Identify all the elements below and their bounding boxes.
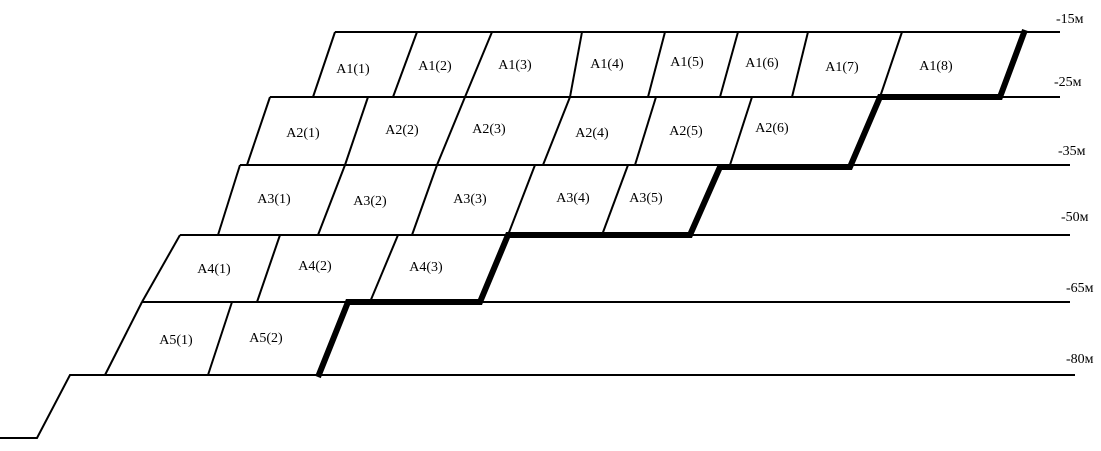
level-label: -15м (1056, 12, 1084, 27)
cell-label: A1(4) (590, 57, 624, 72)
cell-label: A1(5) (670, 55, 704, 70)
divider (411, 164, 438, 236)
cell-label: A5(2) (249, 331, 283, 346)
cell-label: A4(1) (197, 262, 231, 277)
divider (879, 31, 903, 98)
slope-outline (0, 31, 336, 439)
divider (369, 234, 399, 303)
cell-label: A2(5) (669, 124, 703, 139)
divider (791, 31, 809, 98)
level-label: -80м (1066, 352, 1094, 367)
divider (392, 31, 418, 98)
cell-label: A2(1) (286, 126, 320, 141)
toe-slope-line (0, 374, 105, 439)
divider (647, 31, 666, 98)
divider (436, 96, 466, 166)
level-label: -25м (1054, 75, 1082, 90)
divider (344, 96, 369, 166)
slope-edge-5 (104, 301, 143, 376)
cell-label: A5(1) (159, 333, 193, 348)
block-dividers (207, 31, 903, 376)
divider (601, 164, 629, 236)
level-label: -50м (1061, 210, 1089, 225)
level-label: -65м (1066, 281, 1094, 296)
cell-label: A1(3) (498, 58, 532, 73)
divider (207, 301, 233, 376)
cell-label: A2(4) (575, 126, 609, 141)
cell-label: A3(1) (257, 192, 291, 207)
slope-edge-2 (246, 96, 271, 166)
cell-label: A4(3) (409, 260, 443, 275)
cell-label: A1(2) (418, 59, 452, 74)
divider (542, 96, 571, 166)
divider (464, 31, 493, 98)
slope-edge-3 (217, 164, 241, 236)
cell-label: A1(8) (919, 59, 953, 74)
divider (507, 164, 536, 236)
cell-label: A2(2) (385, 123, 419, 138)
cell-label: A2(6) (755, 121, 789, 136)
cell-label: A3(4) (556, 191, 590, 206)
cell-label: A1(7) (825, 60, 859, 75)
divider (634, 96, 657, 166)
divider (719, 31, 739, 98)
slope-edge-4 (141, 234, 181, 303)
cell-labels: A1(1) A1(2) A1(3) A1(4) A1(5) A1(6) A1(7… (159, 55, 953, 348)
cell-label: A3(2) (353, 194, 387, 209)
level-label: -35м (1058, 144, 1086, 159)
slope-edge-1 (312, 31, 336, 98)
cell-label: A1(6) (745, 56, 779, 71)
divider (729, 96, 753, 166)
bench-lines (70, 31, 1075, 376)
divider (317, 164, 346, 236)
divider (569, 31, 583, 98)
divider (256, 234, 281, 303)
cell-label: A1(1) (336, 62, 370, 77)
cell-label: A3(5) (629, 191, 663, 206)
mining-boundary-line (315, 28, 1028, 379)
level-labels: -15м -25м -35м -50м -65м -80м (1054, 12, 1094, 367)
cell-label: A4(2) (298, 259, 332, 274)
cell-label: A2(3) (472, 122, 506, 137)
cell-label: A3(3) (453, 192, 487, 207)
